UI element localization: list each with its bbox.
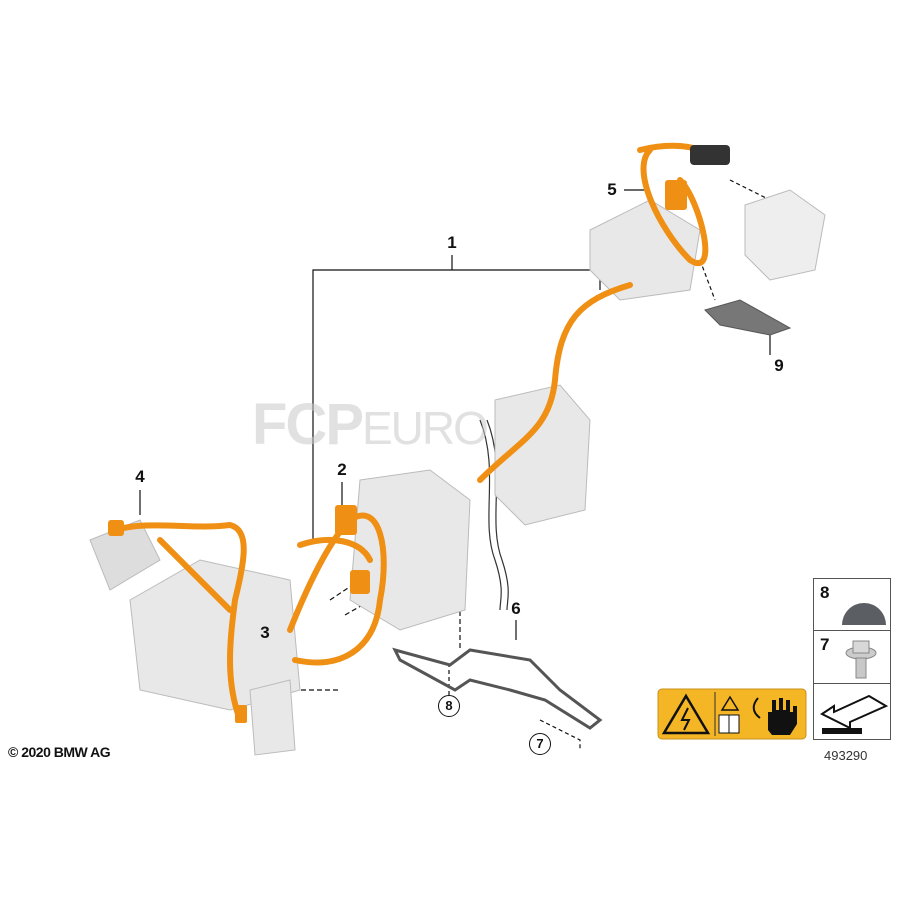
heater-box [349,469,471,631]
callout-6[interactable]: 6 [511,599,521,618]
cap-icon [842,603,886,625]
callout-4[interactable]: 4 [135,467,145,486]
bolt-icon [845,640,877,679]
connectors [108,180,687,723]
callout-3[interactable]: 3 [260,623,270,642]
protective-glove-icon [752,697,797,735]
warning-label [657,688,807,740]
cable-3 [112,521,247,723]
legend-item-bolt[interactable]: 7 [813,630,891,685]
arrow-icon [820,694,889,734]
gasket-6 [392,647,603,730]
callout-7[interactable]: 7 [529,733,551,755]
copyright: © 2020 BMW AG [8,744,111,760]
watermark-sub: EURO [362,402,489,454]
callout-8[interactable]: 8 [438,695,460,717]
legend-item-cap[interactable]: 8 [813,578,891,632]
diagram-number: 493290 [824,748,868,763]
lower-module [249,679,296,756]
electric-machine [744,189,826,281]
callout-5[interactable]: 5 [607,180,617,199]
hvac-housing-left [129,559,301,711]
high-voltage-icon [661,693,711,735]
cable-1 [477,282,633,483]
legend-number: 8 [820,583,830,602]
battery-heater [494,384,591,526]
read-manual-icon [718,695,740,734]
cable-5 [640,147,709,266]
watermark: FCPEURO [252,396,489,455]
legend-number: 7 [820,635,830,654]
plug-5 [690,145,730,165]
legend-item-arrow[interactable] [813,683,891,740]
callout-2[interactable]: 2 [337,460,347,479]
cable-2 [287,512,387,666]
callout-1[interactable]: 1 [447,233,457,252]
callout-9[interactable]: 9 [774,356,784,375]
watermark-main: FCP [252,392,364,457]
bracket-9 [704,299,792,336]
housings [89,189,826,756]
